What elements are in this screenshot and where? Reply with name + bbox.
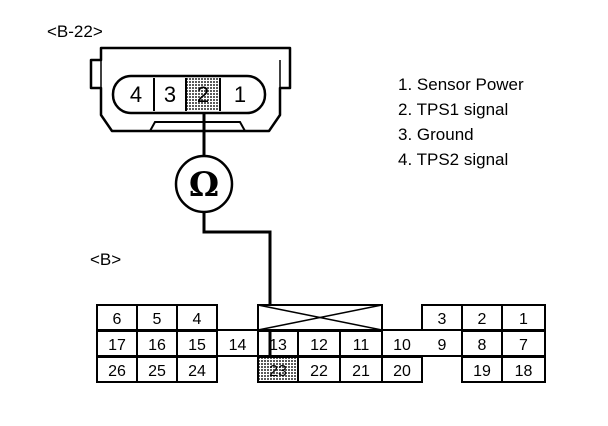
ecu-connector-label: <B> (90, 250, 121, 269)
ecu-pin-number: 10 (393, 337, 411, 354)
sensor-pin-1: 1 (219, 78, 246, 111)
ecu-pin-15: 15 (176, 330, 218, 357)
ohm-symbol: Ω (189, 165, 219, 205)
ecu-pin-number: 15 (188, 337, 206, 354)
connector-key-box (257, 304, 383, 331)
ecu-pin-number: 24 (188, 363, 206, 380)
ecu-pin-number: 12 (310, 337, 328, 354)
ecu-pin-number: 1 (519, 311, 528, 328)
ecu-pin-number: 7 (519, 337, 528, 354)
ecu-pin-19: 19 (461, 356, 503, 383)
ecu-pin-number: 14 (229, 337, 247, 354)
ecu-pin-11: 11 (339, 330, 383, 357)
sensor-housing (89, 46, 292, 133)
pin-highlight (186, 78, 220, 111)
ecu-pin-number: 23 (269, 363, 287, 380)
ecu-pin-number: 13 (269, 337, 287, 354)
ecu-pin-number: 22 (310, 363, 328, 380)
ecu-pin-number: 16 (148, 337, 166, 354)
sensor-pin-2: 2 (185, 78, 220, 111)
ecu-pin-number: 20 (393, 363, 411, 380)
ecu-pin-5: 5 (136, 304, 178, 331)
ecu-pin-4: 4 (176, 304, 218, 331)
ecu-pin-9: 9 (438, 337, 447, 354)
ecu-pin-number: 5 (153, 311, 162, 328)
ecu-pin-number: 26 (108, 363, 126, 380)
ecu-pin-25: 25 (136, 356, 178, 383)
ecu-pin-number: 17 (108, 337, 126, 354)
legend-item: 1. Sensor Power (398, 75, 524, 94)
ecu-pin-24: 24 (176, 356, 218, 383)
ecu-pin-26: 26 (96, 356, 138, 383)
ecu-pin-20: 20 (381, 356, 423, 383)
ecu-pin-21: 21 (339, 356, 383, 383)
ecu-pin-7: 7 (501, 330, 546, 357)
ecu-pin-number: 25 (148, 363, 166, 380)
ecu-pin-18: 18 (501, 356, 546, 383)
wire-meter-to-ecu (202, 212, 272, 356)
ecu-pin-number: 19 (473, 363, 491, 380)
sensor-pin-number: 3 (164, 82, 176, 107)
pin-highlight (258, 357, 298, 382)
ecu-pin-12: 12 (297, 330, 341, 357)
ecu-pin-6: 6 (96, 304, 138, 331)
sensor-pin-4: 4 (130, 82, 142, 107)
ecu-pin-22: 22 (297, 356, 341, 383)
ecu-pin-number: 3 (438, 311, 447, 328)
ecu-pin-number: 18 (515, 363, 533, 380)
ecu-pin-17: 17 (96, 330, 138, 357)
ecu-pin-3: 3 (421, 304, 463, 331)
ecu-pin-number: 8 (478, 337, 487, 354)
sensor-pin-3: 3 (153, 78, 176, 111)
legend-item: 4. TPS2 signal (398, 150, 508, 169)
ecu-pin-2: 2 (461, 304, 503, 331)
ecu-pin-number: 2 (478, 311, 487, 328)
ecu-pin-16: 16 (136, 330, 178, 357)
sensor-pin-number: 4 (130, 82, 142, 107)
ecu-pin-23: 23 (257, 356, 299, 383)
ecu-pin-1: 1 (501, 304, 546, 331)
ecu-pin-13: 13 (257, 330, 299, 357)
sensor-pin-number: 2 (197, 82, 209, 107)
ecu-pin-number: 6 (113, 311, 122, 328)
ecu-pin-number: 9 (438, 337, 447, 354)
ecu-pin-number: 21 (352, 363, 370, 380)
ohmmeter-icon: Ω (174, 154, 234, 214)
ecu-pin-number: 4 (193, 311, 202, 328)
pin-legend: 1. Sensor Power 2. TPS1 signal 3. Ground… (398, 75, 524, 169)
ecu-pin-8: 8 (461, 330, 503, 357)
legend-item: 2. TPS1 signal (398, 100, 508, 119)
sensor-connector-label: <B-22> (47, 22, 103, 41)
ecu-pin-10: 10 (393, 337, 411, 354)
ecu-pin-14: 14 (229, 337, 247, 354)
sensor-pin-number: 1 (234, 82, 246, 107)
ecu-pin-number: 11 (353, 337, 370, 354)
legend-item: 3. Ground (398, 125, 474, 144)
